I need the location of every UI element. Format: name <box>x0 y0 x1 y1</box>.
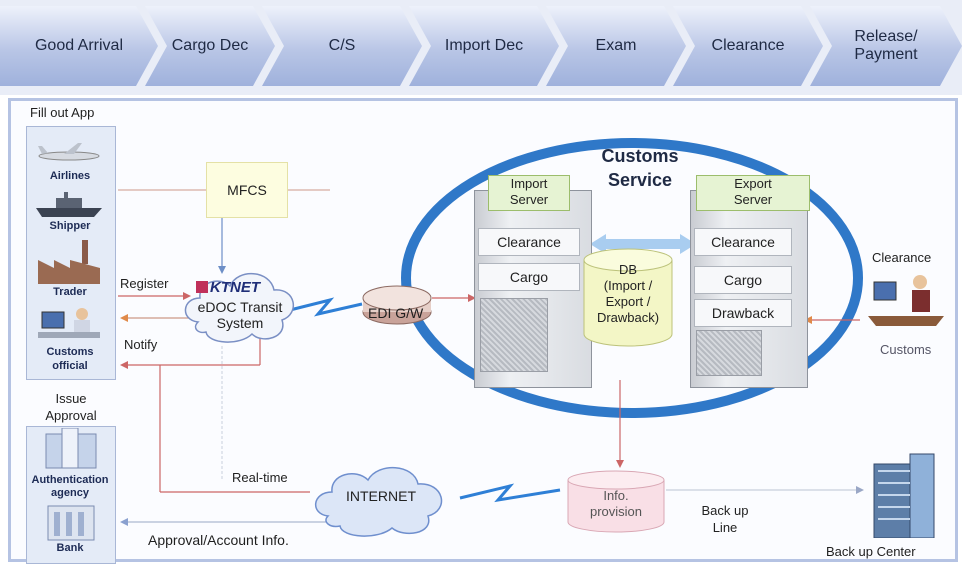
authentication-building-icon <box>45 428 97 469</box>
info-provision-cylinder-icon <box>567 470 665 533</box>
approval-account-label: Approval/Account Info. <box>148 532 289 548</box>
backup-line-label: Back up Line <box>701 503 749 535</box>
edoc-label: eDOC Transit System <box>197 299 283 331</box>
trader-label: Trader <box>53 286 87 298</box>
real-time-label: Real-time <box>232 470 288 485</box>
mfcs-label: MFCS <box>227 182 267 198</box>
import-server-header: Import Server <box>488 175 570 211</box>
step-release-payment: Release/ Payment <box>810 6 962 86</box>
register-label: Register <box>120 276 169 291</box>
factory-icon <box>38 240 100 284</box>
link-internet-info <box>459 483 561 503</box>
shipper-label: Shipper <box>49 220 91 232</box>
ktnet-mark-icon <box>196 281 208 293</box>
airplane-icon <box>38 143 100 161</box>
process-bar: Good Arrival Cargo Dec C/S Import Dec Ex… <box>0 0 962 95</box>
import-server-vent <box>480 298 548 372</box>
link-edoc-edi <box>289 297 363 317</box>
notify-label: Notify <box>124 337 158 352</box>
customs-official-label: Customs official <box>46 346 94 372</box>
export-server-header: Export Server <box>696 175 810 211</box>
export-server-vent <box>696 330 762 376</box>
info-provision-label: Info. provision <box>589 488 643 519</box>
backup-center-label: Back up Center <box>826 544 916 559</box>
internet-label: INTERNET <box>346 488 416 504</box>
clearance-right-label: Clearance <box>872 250 932 265</box>
edi-gateway-icon <box>362 285 432 325</box>
customs-service-ring <box>401 138 863 418</box>
step-cs: C/S <box>262 6 422 86</box>
bank-label: Bank <box>56 542 84 554</box>
step-import-dec: Import Dec <box>409 6 559 86</box>
internet-cloud-icon <box>315 466 443 537</box>
customs-service-title: Customs Service <box>601 146 679 190</box>
ktnet-logo: KTNET <box>196 279 260 296</box>
customs-official-icon <box>38 308 100 338</box>
ship-icon <box>36 192 102 217</box>
mfcs-box: MFCS <box>206 162 288 218</box>
authentication-agency-label: Authentication agency <box>31 474 109 499</box>
airlines-label: Airlines <box>49 170 91 182</box>
step-exam: Exam <box>546 6 686 86</box>
db-label: DB (Import / Export / Drawback) <box>596 262 660 325</box>
customs-officer-icon <box>868 275 944 326</box>
step-cargo-dec: Cargo Dec <box>145 6 275 86</box>
export-clearance: Clearance <box>694 228 792 256</box>
bank-building-icon <box>47 505 95 541</box>
ktnet-label: KTNET <box>210 279 260 296</box>
import-cargo: Cargo <box>478 263 580 291</box>
backup-center-building-icon <box>873 453 935 538</box>
step-clearance: Clearance <box>673 6 823 86</box>
fill-out-app-label: Fill out App <box>30 105 95 120</box>
database-cylinder-icon <box>583 248 673 347</box>
export-drawback: Drawback <box>694 299 792 327</box>
import-clearance: Clearance <box>478 228 580 256</box>
customs-right-label: Customs <box>880 342 932 357</box>
edi-gw-label: EDI G/W <box>368 305 424 321</box>
step-good-arrival: Good Arrival <box>0 6 158 86</box>
export-cargo: Cargo <box>694 266 792 294</box>
issue-approval-label: Issue Approval <box>45 391 97 423</box>
